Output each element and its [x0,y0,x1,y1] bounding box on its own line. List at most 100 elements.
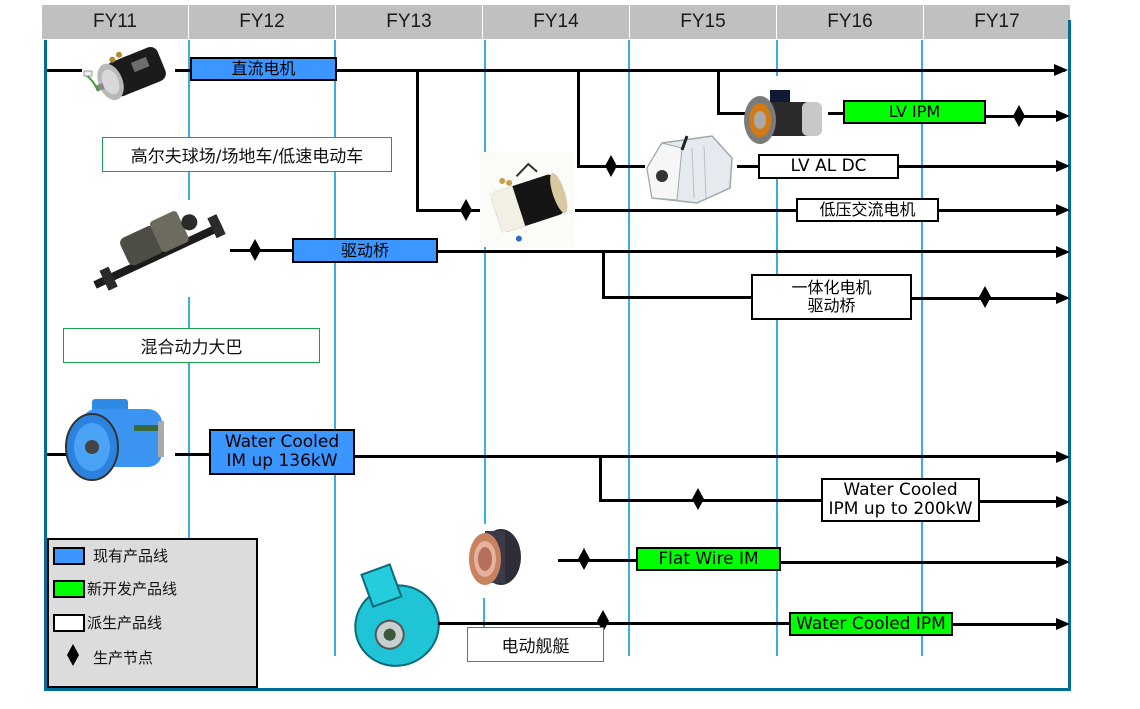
lv-ipm-motor-image [740,78,830,148]
wcipm200-line-arrow [1056,496,1070,508]
legend-diamond-icon [67,644,79,670]
grid-line-fy14-stub [483,598,485,628]
lvaldc-line-pre [737,165,759,168]
water-cooled-im-box: Water Cooled IM up 136kW [209,429,355,475]
axle-milestone-diamond [249,239,261,261]
dc-main-line [175,69,1065,72]
flatwire-milestone-diamond [578,548,590,570]
wcipm200-milestone-diamond [692,488,704,510]
lv-ac-motor-label: 低压交流电机 [819,200,916,220]
lvipm-branch-vertical [717,69,720,114]
ac-line-arrow [1056,204,1070,216]
wcipm-line-post [952,623,1058,626]
flat-wire-im-box: Flat Wire IM [636,547,781,571]
wcipm200-branch-vertical [599,455,602,501]
grid-line-fy14-lower [484,246,486,524]
legend-label-new: 新开发产品线 [87,580,178,598]
wcim-line-start [47,453,67,456]
axle-line-post [437,250,1058,253]
dc-motor-image [80,43,175,108]
wcim-line-pre [175,453,210,456]
grid-line-fy12 [188,40,190,200]
segment-electric-boat-label: 电动舰艇 [467,627,604,662]
water-cooled-ipm-200-label-line1: Water Cooled [843,480,958,501]
integrated-branch-vertical [602,250,605,298]
axle-line-pre [230,249,294,252]
lv-ipm-box: LV IPM [843,100,986,124]
frame-left-border [44,40,47,690]
dc-motor-label: 直流电机 [231,59,296,79]
grid-line-fy16-lower [776,175,778,656]
segment-golf-label: 高尔夫球场/场地车/低速电动车 [102,137,392,172]
lvipm-branch-horizontal [717,112,745,115]
lvaldc-line-post [898,165,1058,168]
grid-line-fy16 [776,40,778,76]
legend-label-milestone: 生产节点 [93,648,154,667]
drive-axle-box: 驱动桥 [292,238,438,263]
wcipm200-line-pre [599,499,823,502]
blue-im-motor-image [62,395,182,485]
legend-label-derived: 派生产品线 [87,614,163,632]
ac-milestone-diamond [460,199,472,221]
water-cooled-ipm-label: Water Cooled IPM [796,613,946,634]
year-header-fy16: FY16 [777,5,924,39]
year-header-fy13: FY13 [336,5,483,39]
year-header-fy15: FY15 [630,5,777,39]
grid-line-fy12-lower [188,297,190,542]
drive-axle-label: 驱动桥 [340,240,389,260]
wcipm200-line-post [979,500,1058,503]
integrated-axle-label-line1: 一体化电机 [791,278,872,298]
lvaldc-branch-vertical [577,72,580,168]
ac-branch-horizontal [416,209,486,212]
integrated-line-pre [602,296,752,299]
stator-image [465,525,525,593]
wcim-line-post [354,455,1058,458]
year-header-fy14: FY14 [483,5,630,39]
wcipm-line-arrow [1056,618,1070,630]
legend-item-existing: 现有产品线 [53,545,168,566]
wcipm-milestone-diamond [597,610,609,632]
lv-al-dc-box: LV AL DC [758,154,899,179]
frame-bottom-border [44,688,1071,691]
dc-line-start [47,69,82,72]
grid-line-fy15 [628,40,630,656]
frame-right-border [1068,20,1071,690]
water-cooled-ipm-200-label-line2: IPM up to 200kW [828,499,973,519]
drive-axle-image [85,195,235,300]
integrated-axle-box: 一体化电机 驱动桥 [751,274,912,320]
legend-label-existing: 现有产品线 [93,547,169,565]
flatwire-line-pre [558,559,638,562]
ac-motor-image [480,152,575,247]
water-cooled-im-label-line2: IM up 136kW [226,451,338,471]
dc-line-arrow [1054,64,1068,76]
flatwire-line-post [780,561,1058,564]
legend-panel: 现有产品线 新开发产品线 派生产品线 生产节点 [47,538,258,688]
flat-wire-im-label: Flat Wire IM [658,548,759,569]
wcipm-line-pre [438,622,798,625]
legend-swatch-derived [53,613,85,632]
lvaldc-line-arrow [1056,160,1070,172]
dc-motor-box: 直流电机 [190,57,337,81]
year-header-fy12: FY12 [189,5,336,39]
flatwire-line-arrow [1056,556,1070,568]
lvipm-milestone-diamond [1013,105,1025,127]
year-header-fy11: FY11 [42,5,189,39]
legend-item-milestone: 生产节点 [67,644,153,670]
grid-line-fy13 [334,40,336,656]
grid-line-fy14 [484,40,486,152]
legend-item-new: 新开发产品线 [53,578,177,599]
lv-ipm-label: LV IPM [888,102,941,122]
water-cooled-ipm-200-box: Water Cooled IPM up to 200kW [821,478,980,522]
legend-swatch-existing [53,546,85,565]
segment-hybrid-bus-label: 混合动力大巴 [63,328,320,363]
legend-item-derived: 派生产品线 [53,612,162,633]
water-cooled-im-label-line1: Water Cooled [224,432,340,453]
lvipm-line-arrow [1056,110,1070,122]
wcim-line-arrow [1056,451,1070,463]
water-cooled-ipm-box: Water Cooled IPM [789,612,953,636]
year-header-fy17: FY17 [924,5,1070,39]
lv-al-dc-label: LV AL DC [790,156,867,177]
lvipm-line-pre [828,112,844,115]
integrated-axle-label-line2: 驱动桥 [807,296,856,315]
lvaldc-milestone-diamond [605,155,617,177]
